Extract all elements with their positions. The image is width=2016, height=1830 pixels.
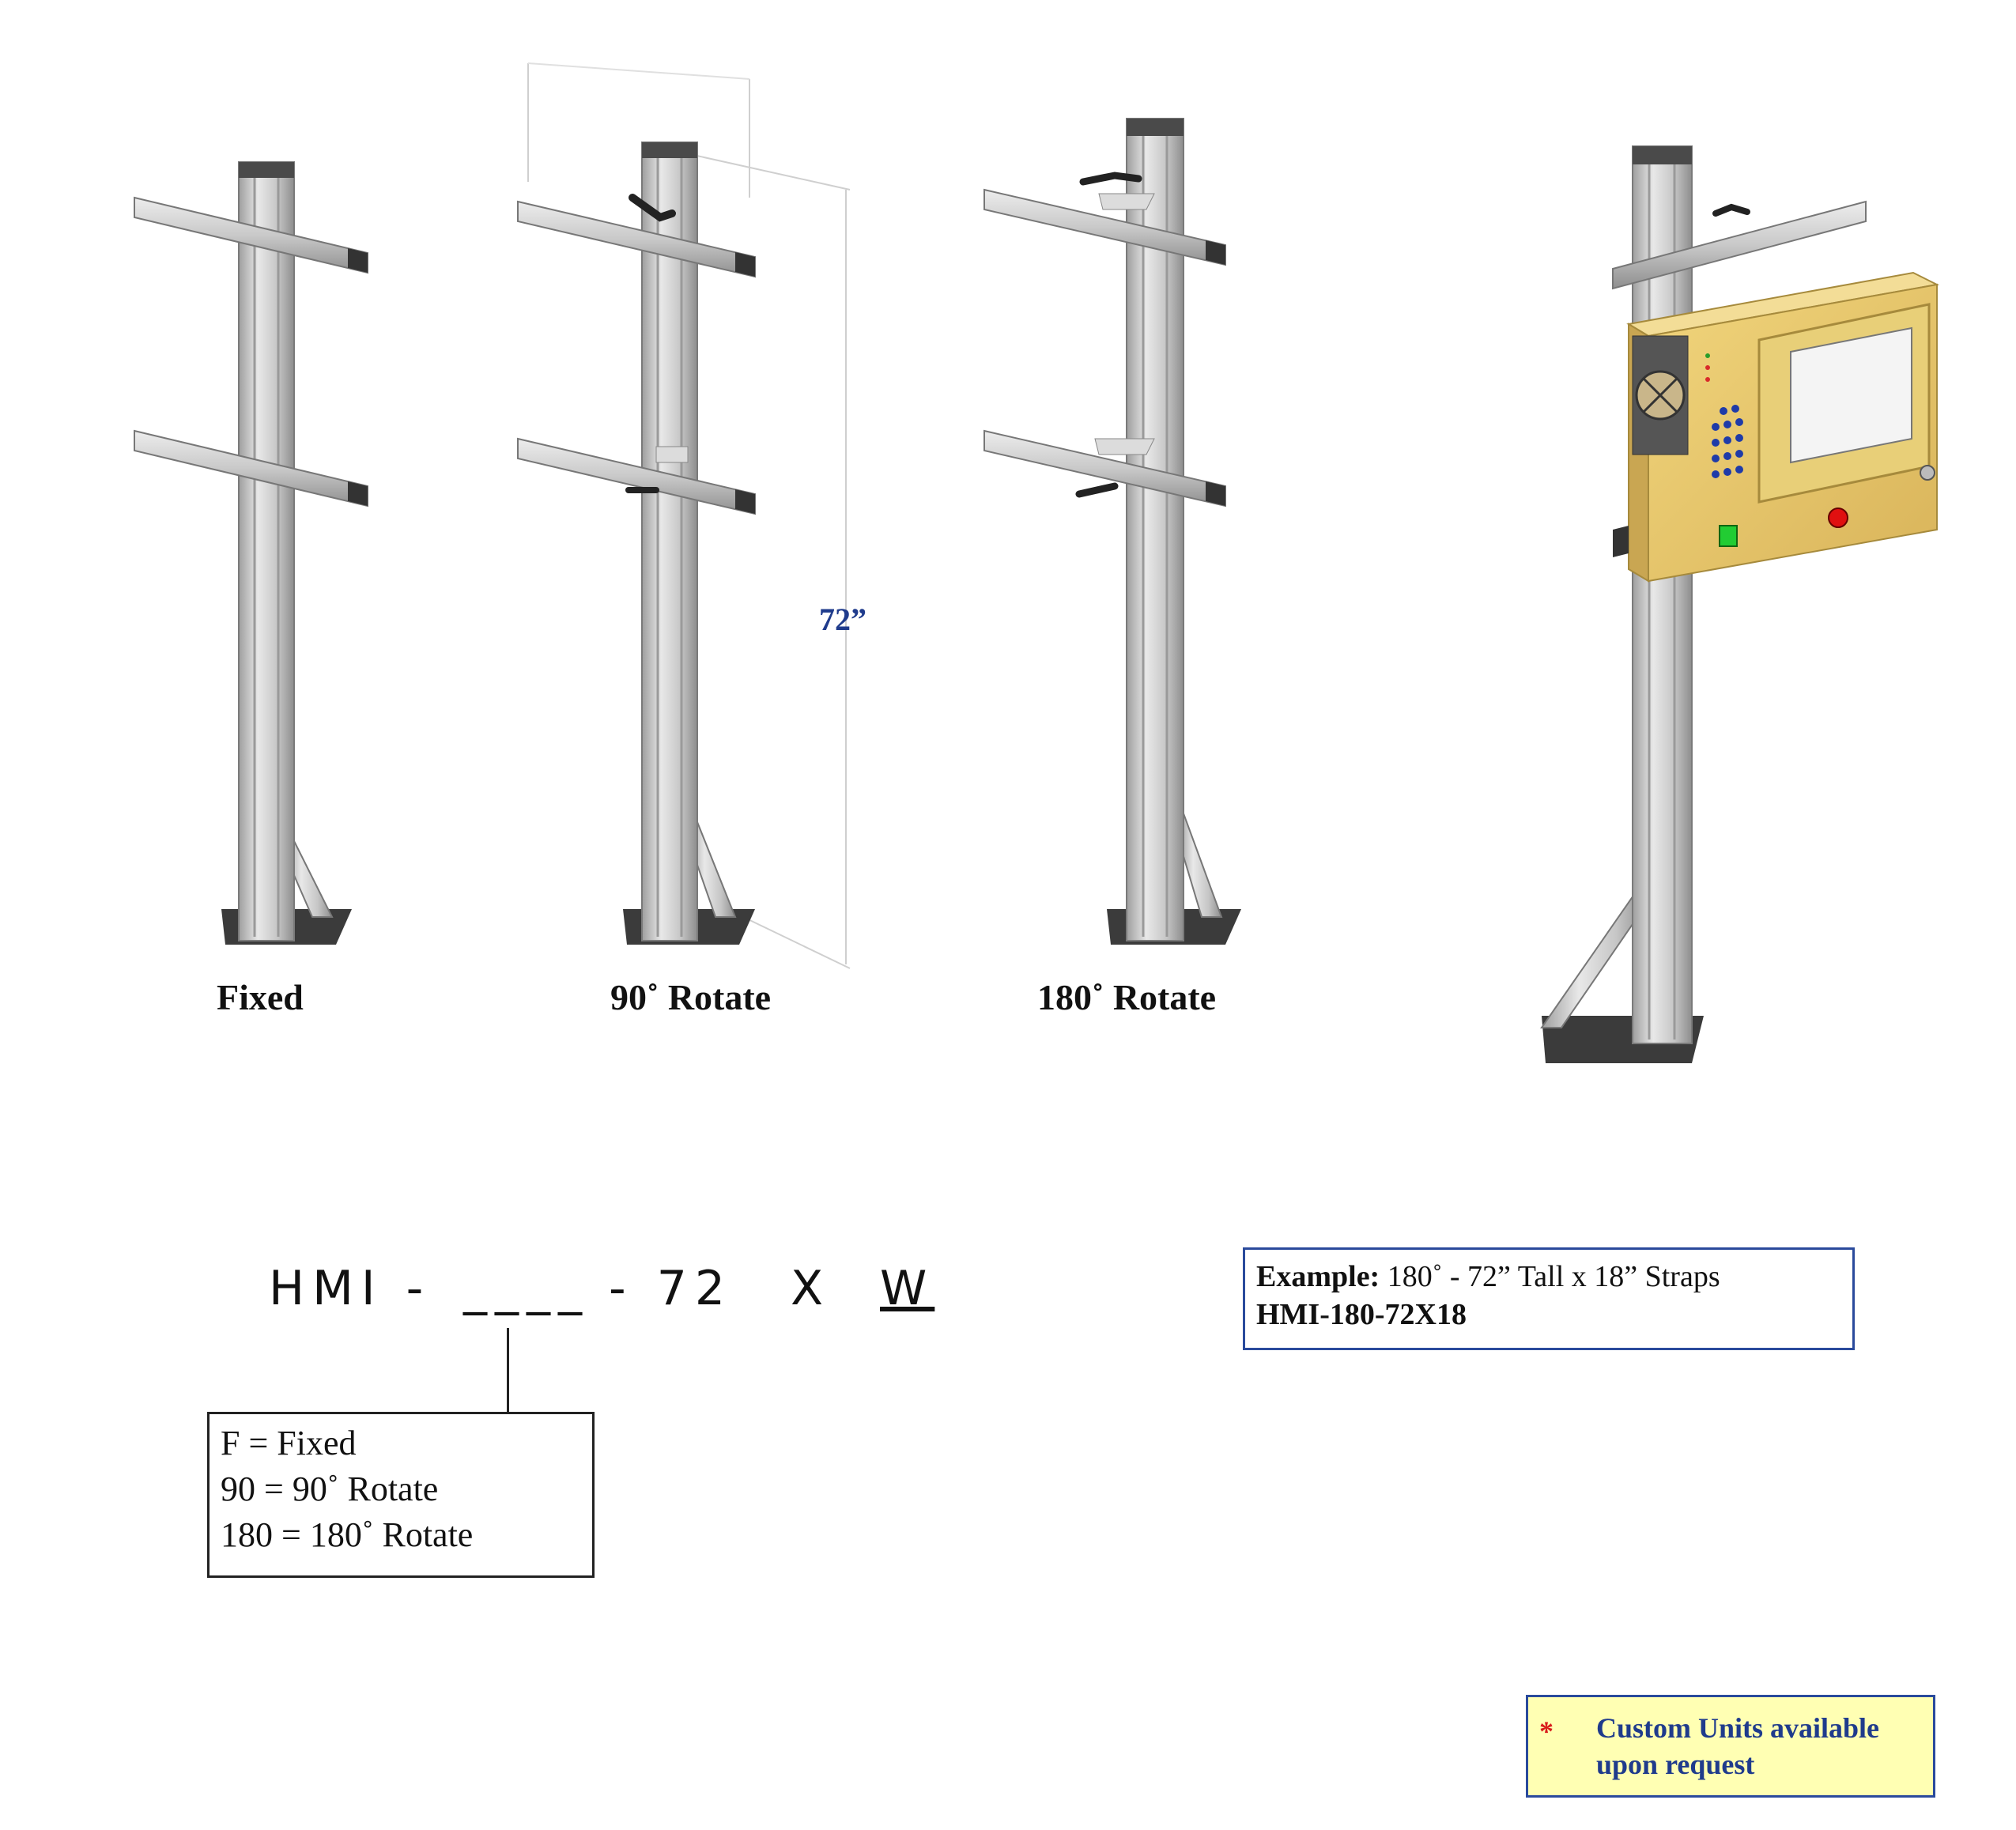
caption-fixed: Fixed — [217, 977, 304, 1017]
stand-fixed — [134, 161, 368, 945]
post — [238, 161, 295, 941]
stop-button — [1828, 507, 1848, 528]
keypad — [1712, 405, 1743, 478]
touchscreen — [1790, 326, 1912, 464]
callout-connector — [507, 1328, 509, 1413]
part-number-blank: ____ — [463, 1261, 590, 1316]
stand-rotate180 — [983, 118, 1241, 945]
stand-with-enclosure — [1540, 145, 1940, 1063]
legend-line-fixed: F = Fixed — [221, 1424, 357, 1462]
caption-rotate90: 90˚ Rotate — [610, 977, 772, 1017]
example-description: 180˚ - 72” Tall x 18” Straps — [1387, 1260, 1720, 1293]
caption-rotate180: 180˚ Rotate — [1037, 977, 1217, 1017]
example-box: Example: 180˚ - 72” Tall x 18” Straps HM… — [1243, 1247, 1855, 1350]
legend-line-90: 90 = 90˚ Rotate — [221, 1470, 439, 1508]
post-cap — [239, 162, 294, 178]
start-button — [1719, 525, 1738, 547]
example-label: Example: — [1256, 1260, 1380, 1293]
part-number-prefix: HMI - — [269, 1261, 432, 1316]
asterisk-icon: * — [1539, 1715, 1554, 1747]
rotate-handle-upper — [629, 194, 676, 222]
custom-units-note: * Custom Units available upon request — [1526, 1695, 1935, 1798]
stand-rotate90 — [517, 62, 851, 969]
rotation-code-legend: F = Fixed 90 = 90˚ Rotate 180 = 180˚ Rot… — [207, 1412, 595, 1578]
height-dimension-label: 72” — [819, 602, 866, 637]
part-number-height: - 72 — [609, 1261, 734, 1316]
example-code: HMI-180-72X18 — [1256, 1298, 1467, 1331]
legend-line-180: 180 = 180˚ Rotate — [221, 1515, 474, 1554]
part-number-x: X — [791, 1261, 832, 1316]
part-number-width-code: W — [880, 1261, 935, 1316]
custom-units-text: Custom Units available upon request — [1596, 1712, 1880, 1780]
